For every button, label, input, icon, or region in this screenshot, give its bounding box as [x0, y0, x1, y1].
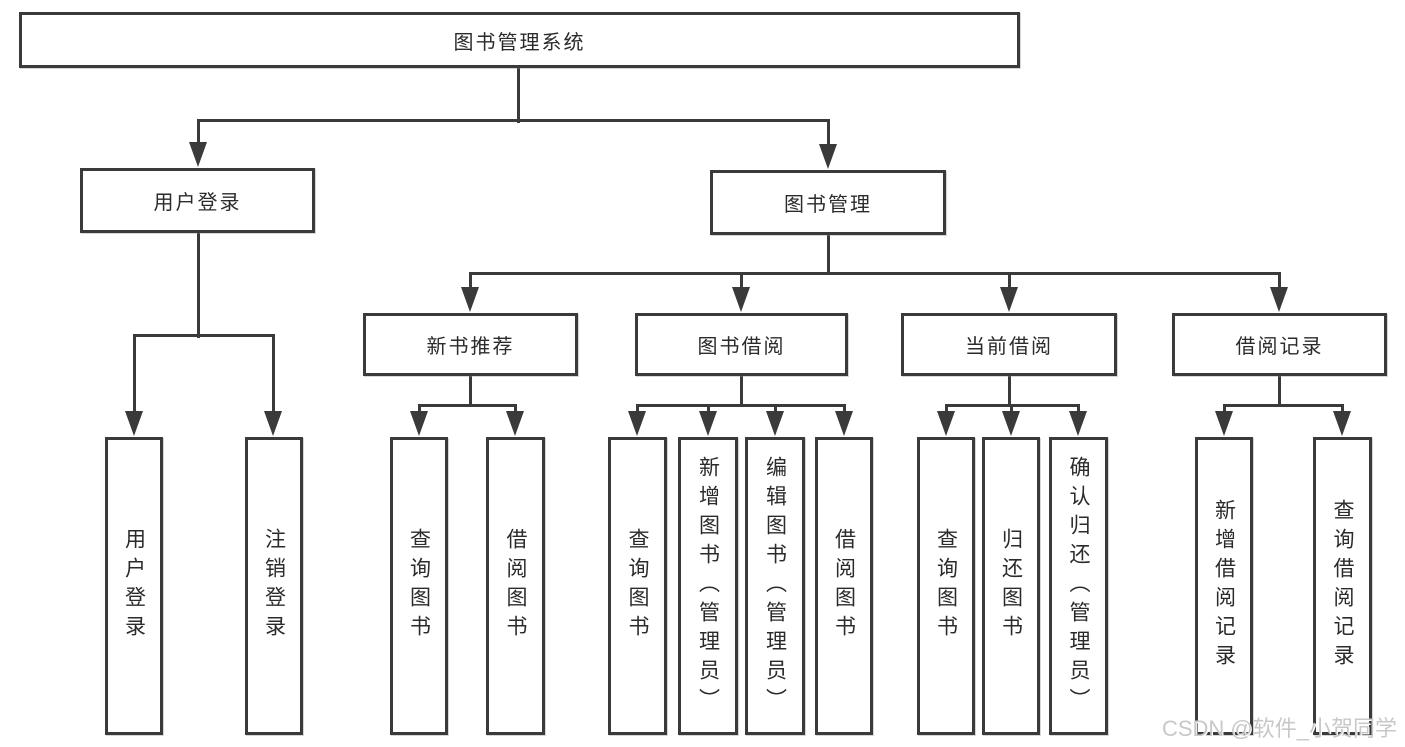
arrowhead-down-icon: [937, 411, 955, 436]
node-confirm-return-admin: 确认归还（管理员）: [1049, 437, 1108, 735]
node-label: 编辑图书（管理员）: [763, 455, 787, 717]
node-label: 归还图书: [999, 528, 1023, 644]
arrowhead-down-icon: [264, 411, 282, 436]
arrowhead-down-icon: [410, 411, 428, 436]
node-label: 用户登录: [122, 528, 146, 644]
connector-line-horizontal: [469, 271, 1281, 275]
node-query-books-borrowing: 查询图书: [608, 437, 667, 735]
node-label: 借阅图书: [832, 528, 856, 644]
node-query-books-recommend: 查询图书: [390, 437, 448, 735]
node-return-books: 归还图书: [982, 437, 1040, 735]
arrowhead-down-icon: [125, 411, 143, 436]
node-book-borrowing: 图书借阅: [635, 313, 848, 376]
connector-line-vertical: [196, 120, 200, 154]
node-label: 图书借阅: [697, 336, 786, 358]
node-add-books-admin: 新增图书（管理员）: [678, 437, 738, 735]
node-label: 查询图书: [407, 528, 431, 644]
arrowhead-down-icon: [766, 411, 784, 436]
connector-line-vertical: [468, 374, 472, 407]
node-label: 借阅记录: [1235, 336, 1324, 358]
arrowhead-down-icon: [819, 144, 837, 169]
node-label: 新书推荐: [426, 336, 515, 358]
node-label: 借阅图书: [504, 528, 527, 644]
node-label: 查询图书: [626, 528, 649, 644]
node-label: 注销登录: [262, 528, 286, 644]
node-label: 新增图书（管理员）: [696, 455, 720, 717]
connector-line-horizontal: [418, 403, 517, 407]
arrowhead-down-icon: [1069, 411, 1087, 436]
connector-line-vertical: [132, 335, 136, 415]
connector-line-vertical: [468, 273, 472, 294]
connector-line-horizontal: [197, 118, 830, 122]
node-library-system: 图书管理系统: [19, 12, 1020, 68]
connector-line-horizontal: [945, 403, 1080, 407]
arrowhead-down-icon: [699, 411, 717, 436]
node-query-books-current: 查询图书: [917, 437, 975, 735]
connector-line-horizontal: [1223, 403, 1344, 407]
node-label: 用户登录: [153, 192, 242, 214]
arrowhead-down-icon: [1333, 411, 1351, 436]
connector-line-vertical: [1007, 374, 1011, 407]
connector-line-vertical: [1007, 273, 1011, 294]
node-current-borrowing: 当前借阅: [901, 313, 1117, 376]
node-add-borrow-record: 新增借阅记录: [1195, 437, 1253, 735]
node-query-borrow-record: 查询借阅记录: [1313, 437, 1372, 735]
node-new-book-recommend: 新书推荐: [363, 313, 578, 376]
arrowhead-down-icon: [1002, 411, 1020, 436]
connector-line-horizontal: [636, 403, 846, 407]
node-user-login-leaf: 用户登录: [105, 437, 163, 735]
node-label: 查询借阅记录: [1331, 499, 1354, 673]
node-label: 新增借阅记录: [1212, 499, 1236, 673]
connector-line-vertical: [1277, 273, 1281, 294]
node-label: 图书管理: [784, 194, 872, 216]
arrowhead-down-icon: [835, 411, 853, 436]
node-user-login: 用户登录: [80, 168, 315, 233]
arrowhead-down-icon: [1000, 287, 1018, 312]
arrowhead-down-icon: [732, 287, 750, 312]
node-borrow-books-borrowing: 借阅图书: [815, 437, 873, 735]
connector-line-horizontal: [133, 333, 275, 337]
node-label: 确认归还（管理员）: [1067, 455, 1090, 717]
node-edit-books-admin: 编辑图书（管理员）: [745, 437, 805, 735]
node-label: 图书管理系统: [453, 31, 586, 54]
node-logout-leaf: 注销登录: [245, 437, 303, 735]
connector-line-vertical: [739, 273, 743, 294]
csdn-watermark: CSDN @软件_小贺同学: [1161, 716, 1397, 741]
node-borrow-books-recommend: 借阅图书: [486, 437, 545, 735]
connector-line-vertical: [516, 66, 520, 123]
connector-line-vertical: [196, 231, 200, 338]
arrowhead-down-icon: [461, 287, 479, 312]
node-label: 查询图书: [934, 528, 958, 644]
arrowhead-down-icon: [189, 142, 207, 167]
connector-line-vertical: [826, 120, 830, 156]
node-book-management: 图书管理: [710, 170, 946, 235]
arrowhead-down-icon: [1270, 287, 1288, 312]
node-label: 当前借阅: [965, 336, 1053, 358]
connector-line-vertical: [1277, 374, 1281, 407]
arrowhead-down-icon: [506, 411, 524, 436]
arrowhead-down-icon: [628, 411, 646, 436]
arrowhead-down-icon: [1215, 411, 1233, 436]
connector-line-vertical: [826, 233, 830, 275]
connector-line-vertical: [271, 335, 275, 415]
node-borrowing-records: 借阅记录: [1172, 313, 1387, 376]
connector-line-vertical: [739, 374, 743, 407]
